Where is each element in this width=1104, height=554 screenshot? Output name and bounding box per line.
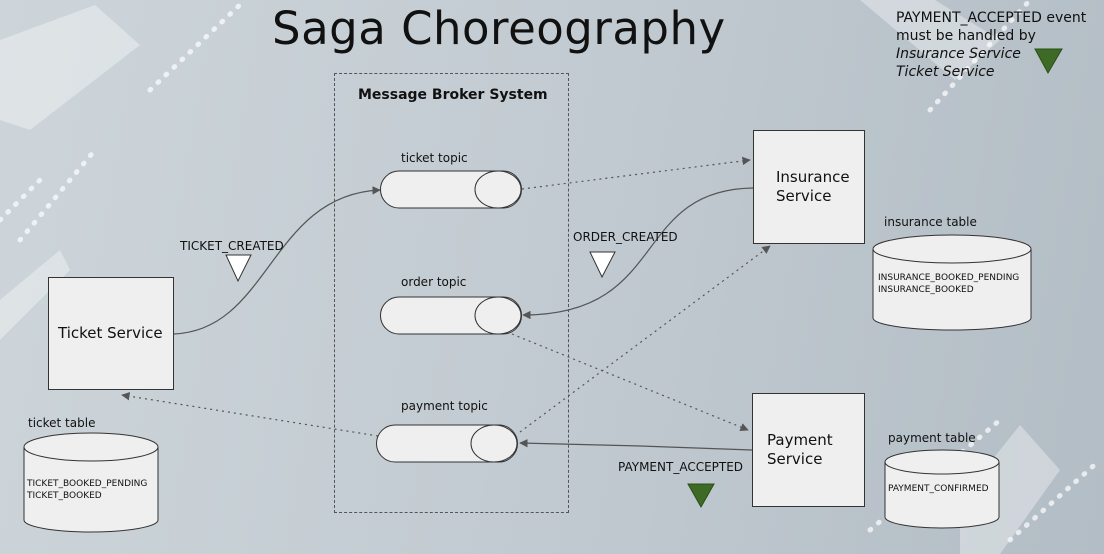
handling-note: PAYMENT_ACCEPTED event must be handled b… bbox=[896, 9, 1086, 81]
ticket-table-rows: TICKET_BOOKED_PENDING TICKET_BOOKED bbox=[27, 478, 147, 502]
table-row: INSURANCE_BOOKED_PENDING bbox=[878, 273, 1020, 283]
ticket-topic-label: ticket topic bbox=[401, 151, 468, 165]
message-broker-box bbox=[334, 73, 569, 513]
connector-payment-topic-to-insurance bbox=[519, 245, 771, 433]
table-row: INSURANCE_BOOKED bbox=[878, 285, 974, 295]
connector-payment-topic-to-ticket bbox=[121, 392, 379, 437]
order-topic-queue bbox=[380, 296, 522, 335]
ticket-topic-queue bbox=[380, 170, 522, 209]
insurance-table-label: insurance table bbox=[884, 215, 977, 229]
payment-table-rows: PAYMENT_CONFIRMED bbox=[888, 483, 989, 495]
insurance-table-cylinder bbox=[872, 234, 1032, 331]
insurance-service-box: Insurance Service bbox=[753, 130, 865, 244]
note-line-2: must be handled by bbox=[896, 28, 1036, 44]
payment-accepted-event-icon bbox=[687, 483, 715, 509]
connector-order-topic-to-payment bbox=[511, 333, 749, 432]
ticket-table-label: ticket table bbox=[28, 416, 96, 430]
ticket-created-event-icon bbox=[225, 254, 252, 283]
order-created-label: ORDER_CREATED bbox=[573, 230, 678, 244]
payment-service-box: Payment Service bbox=[752, 393, 865, 507]
message-broker-title: Message Broker System bbox=[358, 87, 548, 103]
insurance-service-label-1: Insurance bbox=[776, 168, 850, 186]
insurance-service-label-2: Service bbox=[776, 187, 832, 205]
note-line-1: PAYMENT_ACCEPTED event bbox=[896, 10, 1087, 26]
payment-accepted-label: PAYMENT_ACCEPTED bbox=[618, 460, 744, 474]
ticket-service-box: Ticket Service bbox=[48, 277, 174, 390]
connector-ticket-topic-to-insurance bbox=[521, 156, 751, 190]
order-topic-label: order topic bbox=[401, 275, 467, 289]
table-row: PAYMENT_CONFIRMED bbox=[888, 484, 989, 494]
insurance-table-rows: INSURANCE_BOOKED_PENDING INSURANCE_BOOKE… bbox=[878, 272, 1019, 296]
ticket-table-cylinder bbox=[23, 432, 159, 533]
payment-service-label-2: Service bbox=[767, 450, 823, 468]
order-created-event-icon bbox=[589, 251, 616, 279]
note-line-insurance: Insurance Service bbox=[896, 46, 1021, 62]
connector-ticket-to-ticket-topic bbox=[173, 186, 381, 335]
table-row: TICKET_BOOKED bbox=[27, 491, 102, 501]
payment-topic-label: payment topic bbox=[401, 399, 488, 413]
note-event-icon bbox=[1034, 48, 1063, 75]
connector-payment-to-payment-topic bbox=[519, 438, 753, 451]
ticket-created-label: TICKET_CREATED bbox=[180, 239, 284, 253]
payment-table-cylinder bbox=[884, 449, 1000, 529]
ticket-service-label: Ticket Service bbox=[58, 324, 163, 342]
payment-topic-queue bbox=[376, 424, 518, 463]
payment-table-label: payment table bbox=[888, 431, 976, 445]
connector-insurance-to-order-topic bbox=[522, 187, 754, 320]
page-title: Saga Choreography bbox=[272, 2, 726, 55]
note-line-ticket: Ticket Service bbox=[896, 64, 995, 80]
table-row: TICKET_BOOKED_PENDING bbox=[27, 479, 148, 489]
payment-service-label-1: Payment bbox=[767, 431, 833, 449]
